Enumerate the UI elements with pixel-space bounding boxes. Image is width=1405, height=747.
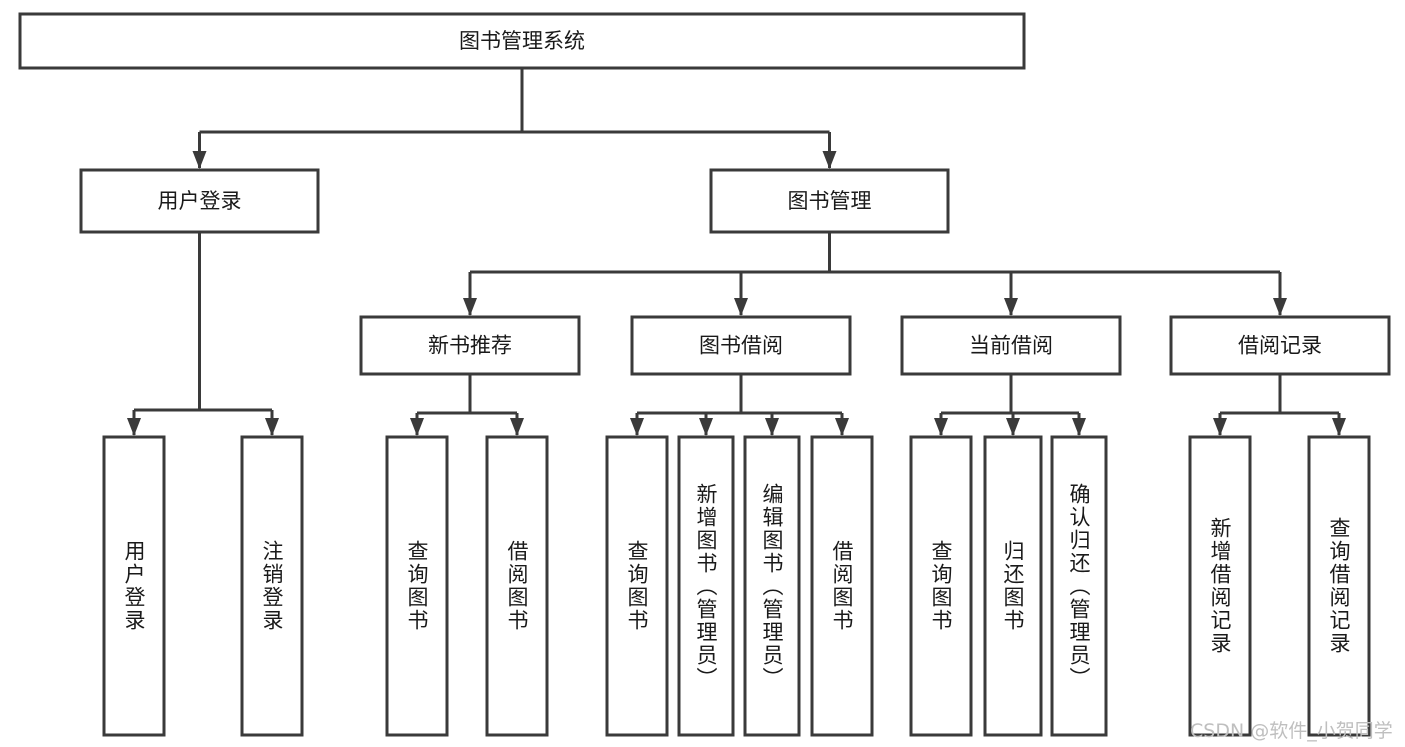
node-new-book-rec[interactable]: 新书推荐 xyxy=(359,315,581,376)
node-leaf-query-book-borrow[interactable] xyxy=(605,435,669,737)
node-leaf-borrow-book[interactable] xyxy=(810,435,874,737)
node-book-borrow[interactable]: 图书借阅 xyxy=(630,315,852,376)
node-label-new-book-rec: 新书推荐 xyxy=(428,334,512,358)
arrow-head-icon-leaf-return-book xyxy=(1006,418,1020,436)
node-leaf-query-book-rec[interactable] xyxy=(385,435,449,737)
node-leaf-borrow-book-rec[interactable] xyxy=(485,435,549,737)
arrow-head-icon-current-borrow xyxy=(1004,298,1018,316)
node-label-user-login: 用户登录 xyxy=(158,189,242,213)
node-label-current-borrow: 当前借阅 xyxy=(969,334,1053,358)
arrow-head-icon-leaf-query-book-cur xyxy=(934,418,948,436)
node-label-root: 图书管理系统 xyxy=(459,29,585,53)
arrow-head-icon-leaf-query-book-borrow xyxy=(630,418,644,436)
arrow-head-icon-leaf-add-record xyxy=(1213,418,1227,436)
node-borrow-record[interactable]: 借阅记录 xyxy=(1169,315,1391,376)
node-leaf-logout[interactable] xyxy=(240,435,304,737)
node-label-book-borrow: 图书借阅 xyxy=(699,334,783,358)
node-book-manage[interactable]: 图书管理 xyxy=(709,168,950,234)
node-leaf-edit-book[interactable] xyxy=(743,435,801,737)
arrow-head-icon-leaf-confirm-return xyxy=(1072,418,1086,436)
connectors-layer xyxy=(127,68,1346,436)
node-leaf-add-record[interactable] xyxy=(1188,435,1252,737)
arrow-head-icon-user-login xyxy=(192,151,207,169)
node-leaf-query-book-cur[interactable] xyxy=(909,435,973,737)
node-user-login[interactable]: 用户登录 xyxy=(79,168,320,234)
arrow-head-icon-leaf-logout xyxy=(265,418,279,436)
node-leaf-user-login[interactable] xyxy=(102,435,166,737)
node-current-borrow[interactable]: 当前借阅 xyxy=(900,315,1122,376)
node-label-borrow-record: 借阅记录 xyxy=(1238,334,1322,358)
node-leaf-query-record[interactable] xyxy=(1307,435,1371,737)
arrow-head-icon-leaf-borrow-book xyxy=(835,418,849,436)
arrow-head-icon-book-manage xyxy=(822,151,837,169)
arrow-head-icon-leaf-user-login xyxy=(127,418,141,436)
node-label-book-manage: 图书管理 xyxy=(788,189,872,213)
arrow-head-icon-leaf-borrow-book-rec xyxy=(510,418,524,436)
node-leaf-return-book[interactable] xyxy=(983,435,1043,737)
csdn-watermark: CSDN @软件_小贺同学 xyxy=(1190,720,1393,742)
arrow-head-icon-leaf-add-book xyxy=(699,418,713,436)
node-leaf-add-book[interactable] xyxy=(677,435,735,737)
node-leaf-confirm-return[interactable] xyxy=(1050,435,1108,737)
node-root[interactable]: 图书管理系统 xyxy=(18,12,1026,70)
arrow-head-icon-borrow-record xyxy=(1273,298,1287,316)
arrow-head-icon-new-book-rec xyxy=(463,298,477,316)
arrow-head-icon-leaf-edit-book xyxy=(765,418,779,436)
arrow-head-icon-leaf-query-record xyxy=(1332,418,1346,436)
arrow-head-icon-book-borrow xyxy=(734,298,748,316)
arrow-head-icon-leaf-query-book-rec xyxy=(410,418,424,436)
